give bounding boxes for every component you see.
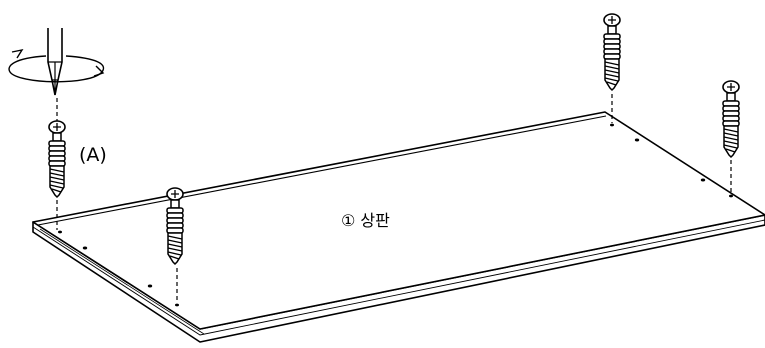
part-a-label: (A) — [79, 144, 107, 166]
guide-lines — [56, 94, 732, 303]
board-holes — [58, 123, 733, 307]
rotation-arrow-icon — [8, 48, 105, 83]
cam-bolt-icon — [603, 13, 621, 91]
screwdriver-icon — [47, 28, 63, 96]
board-label: ① 상판 — [341, 211, 390, 230]
cam-bolt-icon — [48, 120, 66, 198]
top-board — [32, 111, 765, 343]
cam-bolt-icon — [722, 80, 740, 158]
